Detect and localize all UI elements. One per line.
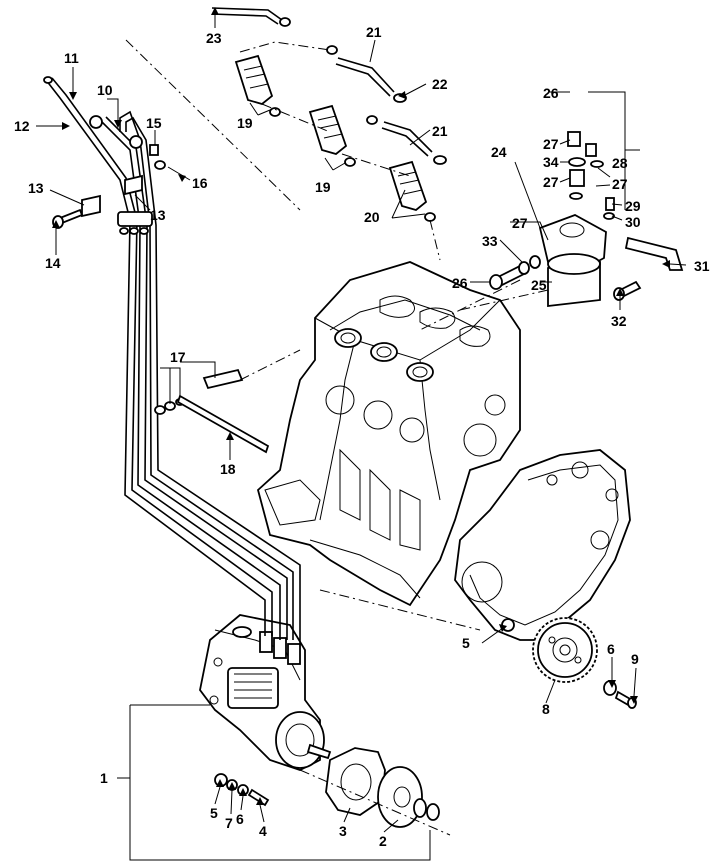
callout-13-right: 13 xyxy=(150,207,166,223)
callout-25: 25 xyxy=(531,277,547,293)
callout-9: 9 xyxy=(631,651,639,667)
rear-plate xyxy=(454,449,631,641)
callout-3: 3 xyxy=(339,823,347,839)
callout-17: 17 xyxy=(170,349,186,365)
callout-29: 29 xyxy=(625,198,641,214)
callout-31: 31 xyxy=(694,258,710,274)
callout-5-pump: 5 xyxy=(210,805,218,821)
callout-6-gear: 6 xyxy=(607,641,615,657)
callout-12: 12 xyxy=(14,118,30,134)
callout-21-a: 21 xyxy=(366,24,382,40)
callout-18: 18 xyxy=(220,461,236,477)
callout-5-plate: 5 xyxy=(462,635,470,651)
callout-4: 4 xyxy=(259,823,267,839)
callout-15: 15 xyxy=(146,115,162,131)
pump-gasket xyxy=(325,747,386,816)
callout-26-top: 26 xyxy=(543,85,559,101)
callout-27-b: 27 xyxy=(543,174,559,190)
injection-lines xyxy=(43,76,301,645)
injection-pump xyxy=(199,614,332,771)
callout-14: 14 xyxy=(45,255,61,271)
callout-28: 28 xyxy=(612,155,628,171)
callout-16: 16 xyxy=(192,175,208,191)
bracket-bolt-32 xyxy=(613,280,642,301)
leakoff-hose-21b xyxy=(366,115,447,165)
callout-27-a: 27 xyxy=(543,136,559,152)
callout-20: 20 xyxy=(364,209,380,225)
callout-22: 22 xyxy=(432,76,448,92)
sender-17 xyxy=(154,368,244,415)
callout-10: 10 xyxy=(97,82,113,98)
callout-7: 7 xyxy=(225,815,233,831)
callout-24: 24 xyxy=(491,144,507,160)
callout-33: 33 xyxy=(482,233,498,249)
line-clamp-13 xyxy=(81,174,143,218)
timing-gear xyxy=(532,617,598,683)
callout-1: 1 xyxy=(100,770,108,786)
assembly-dash-lines xyxy=(125,39,549,836)
callout-19-b: 19 xyxy=(315,179,331,195)
callout-34: 34 xyxy=(543,154,559,170)
leakoff-hose-21a xyxy=(326,45,407,103)
leakoff-hose-23 xyxy=(211,7,291,27)
callout-6-pump: 6 xyxy=(236,811,244,827)
callout-21-b: 21 xyxy=(432,123,448,139)
pump-stud-4 xyxy=(247,788,270,807)
callout-27-d: 27 xyxy=(512,215,528,231)
engine-block xyxy=(256,261,521,607)
filter-bolts-top xyxy=(567,131,615,220)
injector-2 xyxy=(308,104,356,167)
callout-23: 23 xyxy=(206,30,222,46)
fitting-15 xyxy=(149,144,159,156)
pump-adapter xyxy=(377,766,440,828)
callout-2: 2 xyxy=(379,833,387,849)
callout-19-a: 19 xyxy=(237,115,253,131)
callout-numbers: 1 2 3 4 5 5 6 6 7 8 9 10 11 12 13 13 14 … xyxy=(14,24,710,849)
injector-3 xyxy=(388,160,436,222)
callout-26-bottom: 26 xyxy=(452,275,468,291)
callout-30: 30 xyxy=(625,214,641,230)
bracket-31 xyxy=(624,236,684,271)
callout-8: 8 xyxy=(542,701,550,717)
oil-filter-25 xyxy=(547,253,601,308)
injector-1 xyxy=(234,54,281,117)
nut-16 xyxy=(154,160,166,170)
gear-bolt-9 xyxy=(614,690,637,709)
callout-11: 11 xyxy=(64,50,79,66)
callout-arrowheads xyxy=(52,7,670,805)
spacer-bar-18 xyxy=(176,394,270,454)
callout-32: 32 xyxy=(611,313,627,329)
washers-33 xyxy=(518,255,541,275)
callout-27-c: 27 xyxy=(612,176,628,192)
callout-leaders xyxy=(36,15,687,861)
callout-13-left: 13 xyxy=(28,180,44,196)
